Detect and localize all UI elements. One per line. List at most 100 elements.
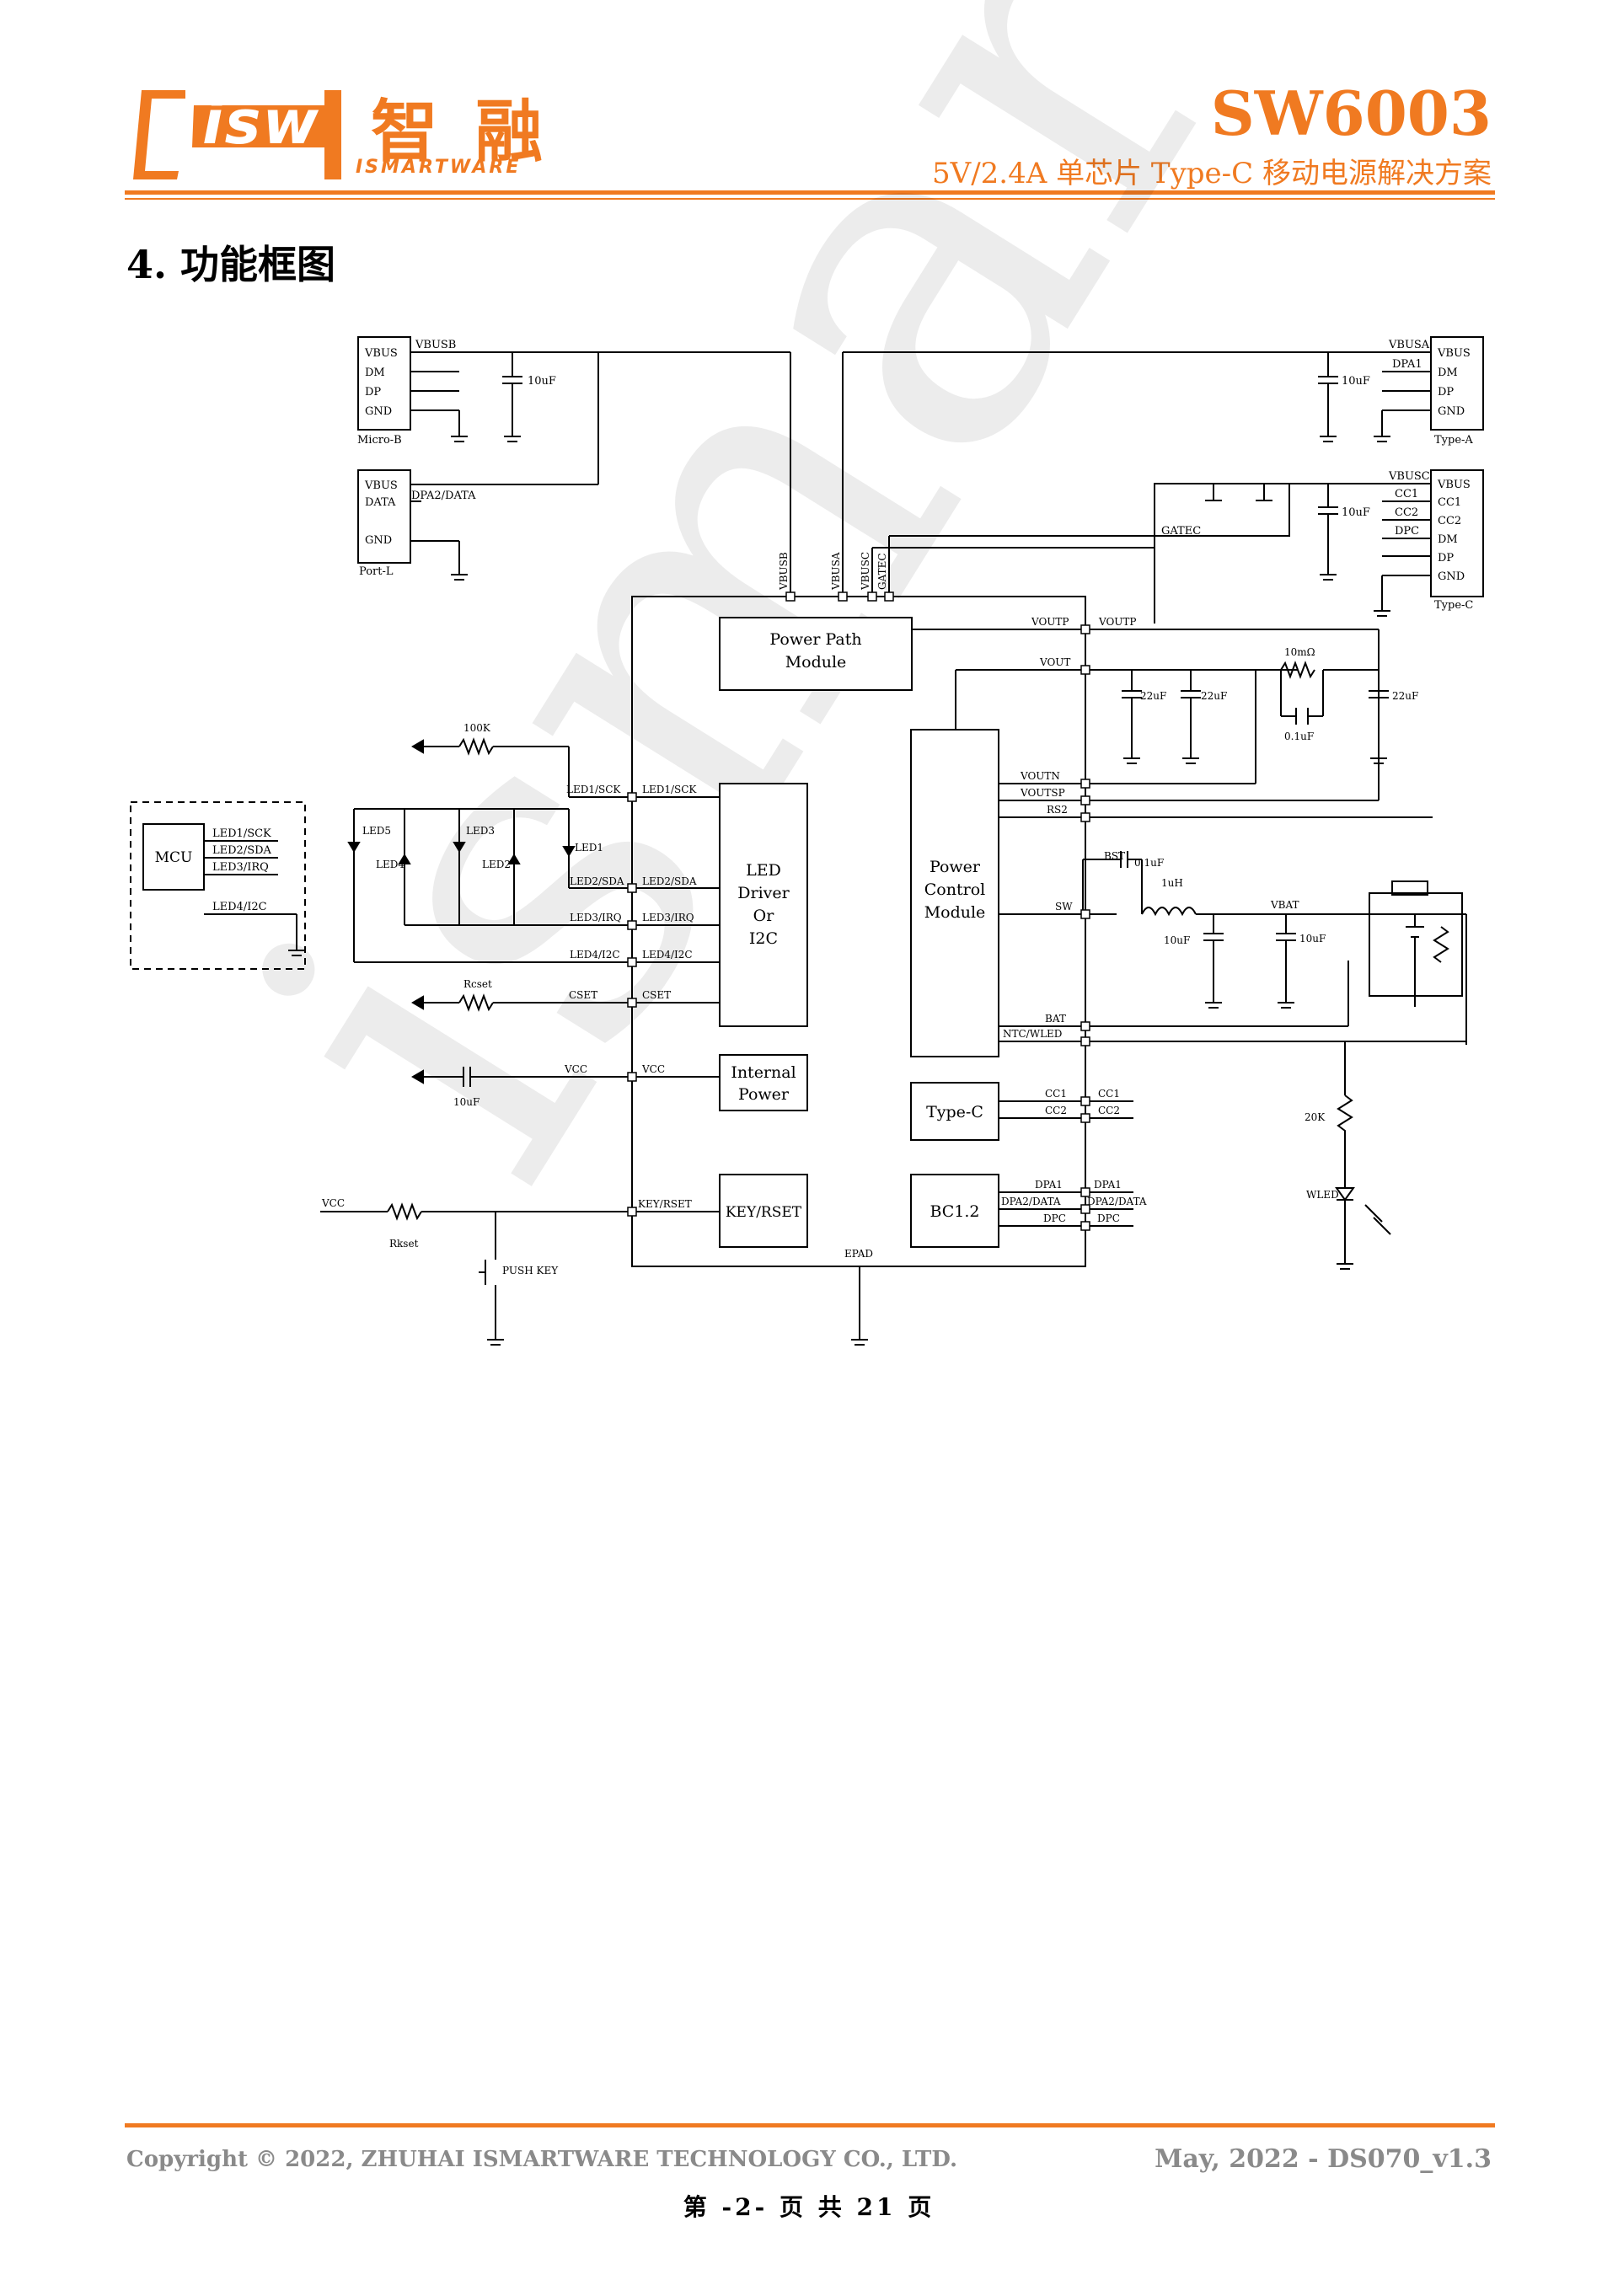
net-vbusc: VBUSC (1388, 470, 1430, 483)
logo-chinese-name: 智 融 (371, 93, 549, 171)
portl-label: Port-L (359, 565, 394, 578)
led-label-led4: LED4 (376, 859, 404, 870)
microb-pin-vbus: VBUS (364, 347, 398, 360)
net-cc1: CC1 (1395, 488, 1418, 500)
pin-cset: CSET (642, 989, 671, 1001)
net-led3: LED3/IRQ (570, 912, 622, 923)
cap-bat: 10uF (1299, 933, 1326, 945)
pin-led2: LED2/SDA (642, 875, 697, 887)
net-led2: LED2/SDA (570, 875, 624, 887)
cap-typec: 10uF (1342, 506, 1370, 519)
page-number: 第 -2- 页 共 21 页 (683, 2193, 935, 2221)
cap-typea: 10uF (1342, 375, 1370, 388)
led-driver-label-2: Driver (737, 884, 790, 902)
pin-vcc: VCC (641, 1063, 665, 1075)
cap-sense: 0.1uF (1284, 731, 1314, 742)
net-led1: LED1/SCK (566, 784, 621, 795)
footer-copyright: Copyright © 2022, ZHUHAI ISMARTWARE TECH… (126, 2147, 958, 2172)
internal-power-block (719, 1054, 808, 1111)
power-path-block (719, 617, 913, 691)
power-path-label-2: Module (785, 653, 847, 672)
company-logo (126, 80, 556, 190)
resistor-cset: Rcset (463, 978, 492, 990)
net-vbusb: VBUSB (415, 339, 456, 351)
document-subtitle: 5V/2.4A 单芯片 Type-C 移动电源解决方案 (932, 157, 1492, 190)
bc12-block (910, 1174, 999, 1248)
resistor-ntc: 20K (1305, 1111, 1326, 1123)
pin-voutp: VOUTP (1031, 616, 1069, 628)
pin-ntc-wled: NTC/WLED (1003, 1028, 1062, 1040)
net-vcc-in: VCC (321, 1197, 345, 1209)
typea-pin-gnd: GND (1438, 405, 1465, 418)
microb-label: Micro-B (357, 434, 402, 447)
mcu-pin-led1: LED1/SCK (212, 827, 271, 840)
portl-pin-gnd: GND (365, 534, 392, 547)
power-control-label-2: Control (924, 880, 985, 899)
microb-pin-dm: DM (365, 367, 385, 379)
pin-led1: LED1/SCK (642, 784, 697, 795)
typec-pin-gnd: GND (1438, 570, 1465, 583)
resistor-sense: 10mΩ (1284, 646, 1315, 658)
header-rule-thin (125, 198, 1495, 200)
pin-cc1: CC1 (1045, 1088, 1067, 1100)
pin-gatec: GATEC (876, 553, 888, 590)
typea-connector (1430, 336, 1484, 431)
pin-led4: LED4/I2C (642, 949, 693, 961)
net-dpa1-out: DPA1 (1094, 1179, 1122, 1191)
cap-sw: 10uF (1164, 934, 1190, 946)
pin-vbusb: VBUSB (778, 552, 790, 591)
mcu-pin-led3: LED3/IRQ (212, 861, 269, 874)
logo-text: isw (202, 87, 321, 158)
pin-key-rset: KEY/RSET (638, 1198, 692, 1210)
typea-pin-dm: DM (1438, 367, 1458, 379)
net-cc2: CC2 (1395, 506, 1418, 519)
pin-sw: SW (1055, 901, 1073, 913)
net-vbusa: VBUSA (1388, 339, 1430, 351)
net-cc1-out: CC1 (1098, 1088, 1120, 1100)
pin-voutsp: VOUTSP (1020, 787, 1065, 799)
push-key-label: PUSH KEY (502, 1265, 559, 1276)
key-rset-label: KEY/RSET (726, 1204, 802, 1221)
inductor-sw: 1uH (1161, 877, 1183, 889)
mcu-dashed-box (130, 801, 306, 970)
footer-rule (125, 2123, 1495, 2127)
typec-connector-label: Type-C (1434, 599, 1473, 612)
portl-pin-vbus: VBUS (364, 479, 398, 492)
cap-microb: 10uF (528, 375, 556, 388)
led-driver-label-3: Or (753, 907, 775, 925)
led-driver-label-1: LED (746, 861, 781, 880)
pin-bat: BAT (1045, 1013, 1066, 1025)
typec-pin-dp: DP (1438, 552, 1454, 565)
net-voutp: VOUTP (1098, 616, 1136, 628)
net-dpa2-portl: DPA2/DATA (411, 490, 476, 502)
typec-block (910, 1082, 999, 1141)
internal-power-label-2: Power (738, 1085, 790, 1104)
typec-pin-dm: DM (1438, 533, 1458, 546)
pin-dpa2: DPA2/DATA (1001, 1196, 1061, 1207)
led-label-led3: LED3 (466, 825, 495, 837)
portl-connector (357, 469, 411, 564)
net-dpa1: DPA1 (1392, 358, 1422, 371)
typec-pin-cc1: CC1 (1438, 496, 1461, 509)
pin-epad: EPAD (844, 1248, 873, 1260)
footer-version: May, 2022 - DS070_v1.3 (1155, 2144, 1492, 2174)
mcu-label: MCU (155, 849, 193, 866)
power-control-label-1: Power (930, 858, 981, 876)
typec-pin-vbus: VBUS (1437, 479, 1471, 491)
net-gatec: GATEC (1161, 525, 1201, 538)
pin-rs2: RS2 (1047, 804, 1068, 816)
power-path-label-1: Power Path (769, 630, 861, 649)
typea-pin-dp: DP (1438, 386, 1454, 399)
cap-bst: 0.1uF (1134, 857, 1164, 869)
portl-pin-data: DATA (365, 496, 396, 509)
section-title: 4. 功能框图 (126, 242, 336, 287)
microb-connector (357, 336, 411, 431)
cap-out2: 22uF (1201, 690, 1227, 702)
led-driver-label-4: I2C (749, 929, 778, 948)
pin-vout: VOUT (1039, 656, 1070, 668)
microb-pin-dp: DP (365, 386, 381, 399)
document-title: SW6003 (1210, 78, 1492, 149)
cap-out3: 22uF (1392, 690, 1418, 702)
net-vbat: VBAT (1270, 899, 1299, 911)
